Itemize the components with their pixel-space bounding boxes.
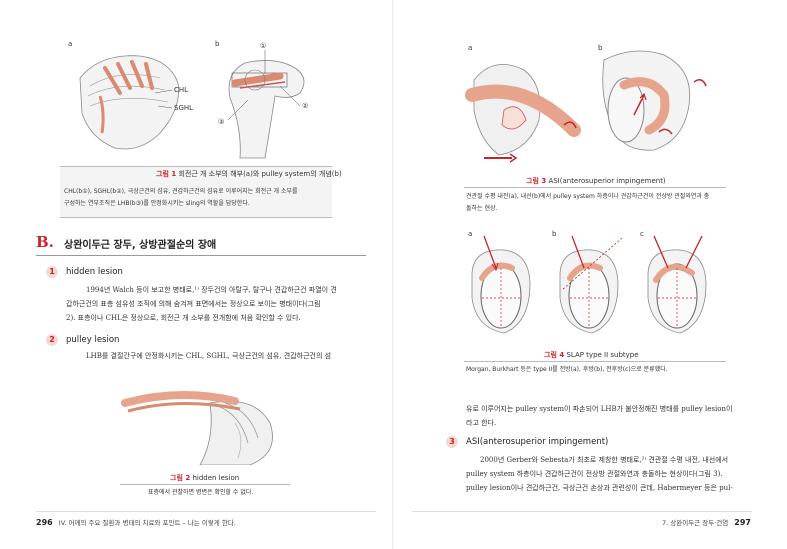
figure-2-caption-title: 그림 2 hidden lesion [170, 473, 239, 483]
left-footer-text: IV. 어깨의 주요 질환과 병태의 치료와 포인트 – 나는 이렇게 한다. [58, 519, 236, 527]
figure-4: a b c [464, 228, 724, 340]
figure-1-illustration [79, 50, 305, 159]
subsection-3-line-1: 2000년 Gerber와 Sebesta가 최초로 제창한 병태로,²⁾ 견관… [480, 456, 729, 464]
subsection-3-line-3: pulley lesion이나 견갑하근건, 극상근건 손상과 관련성이 큰데,… [466, 484, 733, 492]
left-footer: 296 IV. 어깨의 주요 질환과 병태의 치료와 포인트 – 나는 이렇게 … [36, 517, 236, 527]
figure-1-caption: 그림 1 회전근 개 소부의 해부(a)와 pulley system의 개념(… [60, 166, 342, 218]
figure-3-illustration [465, 50, 707, 163]
chl-label: CHL [174, 86, 189, 94]
right-page-number: 297 [734, 518, 751, 527]
subsection-2-line-1: LHB를 결절간구에 안정화시키는 CHL, SGHL, 극상근건의 섬유, 견… [86, 352, 332, 360]
section-heading: B. 상완이두근 장두, 상방관절순의 장애 [36, 233, 366, 256]
left-page: a b CHL SGHL ① ② ③ 그림 [0, 0, 393, 549]
subsection-1-title: hidden lesion [66, 267, 123, 277]
subsection-1-number: 1 [46, 266, 58, 278]
figure-1: a b CHL SGHL ① ② ③ [60, 38, 330, 163]
figure-4-caption-rule [464, 361, 726, 362]
left-page-number: 296 [36, 518, 53, 527]
figure-1-caption-title: 그림 1 회전근 개 소부의 해부(a)와 pulley system의 개념(… [156, 169, 342, 179]
section-title: 상완이두근 장두, 상방관절순의 장애 [64, 240, 217, 251]
figure-3-panel-a-label: a [468, 44, 473, 52]
sghl-label: SGHL [174, 104, 194, 112]
left-footer-rule [36, 511, 376, 512]
figure-2-caption-line: 표층에서 관찰하면 병변은 확인할 수 없다. [148, 489, 254, 496]
figure-3: a b [464, 40, 724, 170]
subsection-1-line-2: 갑하근건의 표층 섬유성 조직에 의해 숨겨져 표면에서는 정상으로 보이는 병… [66, 300, 321, 308]
figure-2-caption-text: hidden lesion [192, 474, 240, 482]
pulley-label-3: ③ [218, 118, 225, 126]
figure-2-illustration [121, 390, 273, 465]
subsection-1-line-3: 2). 표층이나 CHL은 정상으로, 회전근 개 소부를 전개함에 처음 확인… [66, 314, 301, 322]
figure-3-caption-line-1: 견관절 수평 내전(a), 내선(b)에서 pulley system 하층이나… [466, 193, 710, 200]
figure-3-caption-label: 그림 3 [526, 177, 547, 185]
subsection-3-number: 3 [446, 436, 458, 448]
figure-3-panel-b-label: b [598, 44, 603, 52]
figure-4-caption-text: SLAP type II subtype [566, 351, 639, 359]
figure-2-caption-rule [120, 484, 290, 485]
figure-1-panel-b-label: b [215, 40, 220, 48]
right-body-line-2: 라고 한다. [466, 419, 497, 427]
right-page: a b 그림 3 ASI(anterosuperior impingement)… [394, 0, 787, 549]
figure-4-panel-c-label: c [640, 230, 644, 238]
figure-1-caption-text: 회전근 개 소부의 해부(a)와 pulley system의 개념(b) [178, 170, 342, 178]
figure-1-caption-line-1: CHL(b①), SGHL(b②), 극상근건의 섬유, 견갑하근건의 섬유로 … [64, 188, 298, 195]
figure-1-caption-label: 그림 1 [156, 170, 177, 178]
subsection-2-number: 2 [46, 334, 58, 346]
figure-2-caption-label: 그림 2 [170, 474, 191, 482]
figure-4-caption-label: 그림 4 [544, 351, 565, 359]
figure-4-caption-line: Morgan, Burkhart 등은 type II를 전방(a), 후방(b… [466, 366, 668, 373]
pulley-label-1: ① [260, 42, 267, 50]
figure-3-caption-rule [464, 187, 726, 188]
figure-4-caption-title: 그림 4 SLAP type II subtype [544, 350, 639, 360]
right-body-line-1: 유로 이루어지는 pulley system이 파손되어 LHB가 불안정해진 … [466, 405, 733, 413]
figure-3-caption-title: 그림 3 ASI(anterosuperior impingement) [526, 176, 666, 186]
subsection-3-title: ASI(anterosuperior impingement) [466, 437, 609, 447]
figure-3-caption-line-2: 돌하는 현상. [466, 205, 498, 212]
figure-3-caption-text: ASI(anterosuperior impingement) [548, 177, 666, 185]
figure-4-panel-b-label: b [552, 230, 557, 238]
figure-2 [120, 383, 290, 465]
figure-4-panel-a-label: a [468, 230, 473, 238]
right-footer-rule [412, 511, 752, 512]
subsection-3-line-2: pulley system 하층이나 견갑하근건이 전상방 관절와연과 충돌하는… [466, 470, 723, 478]
right-footer: 7. 상완이두근 장두·건염 297 [662, 517, 751, 527]
figure-1-panel-a-label: a [68, 40, 73, 48]
section-letter: B. [36, 233, 54, 251]
figure-1-caption-line-2: 구성하는 연부조직은 LHB(b③)를 안정화시키는 sling의 역할을 담당… [64, 200, 250, 207]
subsection-1-line-1: 1994년 Walch 등이 보고한 병태로,¹⁾ 장두건의 아탈구, 탈구나 … [86, 286, 337, 294]
page-gutter [392, 0, 394, 549]
pulley-label-2: ② [302, 102, 309, 110]
figure-4-illustration [471, 235, 707, 334]
subsection-2-title: pulley lesion [66, 335, 120, 345]
right-footer-text: 7. 상완이두근 장두·건염 [661, 519, 729, 527]
